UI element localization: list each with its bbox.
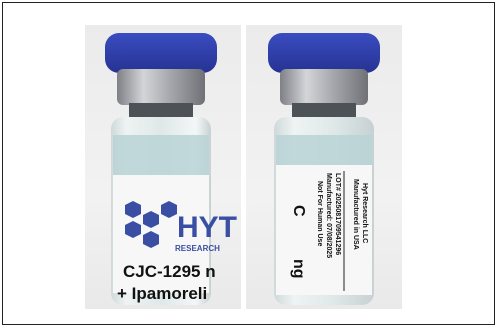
side-product-fragment-2: ng (290, 259, 307, 279)
info-line-lot-number: LOT# 2025081709541296 (334, 173, 341, 255)
vial-crimp (117, 69, 205, 105)
vial-neck (292, 103, 356, 121)
hex-logo-icon (125, 201, 177, 248)
product-name-line1: CJC-1295 n (123, 262, 216, 281)
info-line-manufactured-date: Manufactured: 07/08/2025 (325, 173, 332, 258)
vial-cap (268, 33, 380, 73)
vial-cap (105, 33, 217, 73)
info-line-not-for-human-use: Not For Human Use (316, 181, 323, 246)
vial-side-drawing: C ng Not For Human Use Manufactured: 07/… (268, 33, 380, 305)
mfr-line-company: Hyt Research LLC (361, 183, 368, 243)
side-product-fragment: C (290, 205, 307, 217)
vial-label (276, 165, 372, 295)
brand-subtitle: RESEARCH (175, 244, 220, 253)
vial-side-photo: C ng Not For Human Use Manufactured: 07/… (246, 25, 402, 309)
vial-front-drawing: HYT RESEARCH CJC-1295 n + Ipamoreli (105, 33, 237, 305)
image-frame: HYT RESEARCH CJC-1295 n + Ipamoreli (2, 2, 495, 325)
brand-wordmark: HYT (177, 211, 237, 244)
mfr-line-usa: Manufactured in USA (352, 179, 359, 250)
vial-front-photo: HYT RESEARCH CJC-1295 n + Ipamoreli (85, 25, 241, 309)
vial-crimp (280, 69, 368, 105)
vial-neck (129, 103, 193, 121)
product-name-line2: + Ipamoreli (117, 284, 207, 303)
